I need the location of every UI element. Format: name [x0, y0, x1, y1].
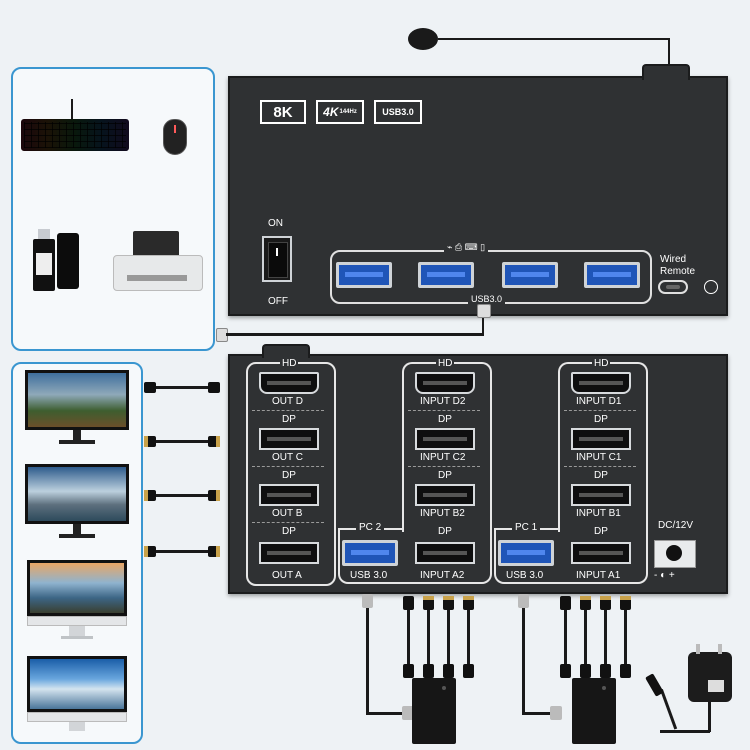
badge-8k: 8K — [260, 100, 306, 124]
dp-input-a1[interactable] — [571, 542, 631, 564]
usb-drive-icon — [33, 229, 55, 291]
dp-input-a2[interactable] — [415, 542, 475, 564]
dp-input-b1[interactable] — [571, 484, 631, 506]
wired-remote-port[interactable] — [658, 280, 688, 294]
hdmi-input-d2[interactable] — [415, 372, 475, 394]
usb-port-3[interactable] — [502, 262, 558, 288]
monitor-icon — [25, 370, 129, 430]
dc-power-jack[interactable] — [654, 540, 696, 568]
dp-input-b2[interactable] — [415, 484, 475, 506]
printer-icon — [113, 231, 203, 293]
usb-port-4[interactable] — [584, 262, 640, 288]
switch-off-label: OFF — [268, 296, 288, 307]
power-switch[interactable] — [262, 236, 292, 282]
monitor-icon — [25, 464, 129, 524]
remote-icon — [704, 280, 718, 294]
dc-polarity: - ◐ + — [654, 570, 675, 581]
mouse-icon — [163, 119, 187, 155]
usb-port-1[interactable] — [336, 262, 392, 288]
usb-hub-label: USB3.0 — [468, 294, 506, 304]
hdmi-input-d1[interactable] — [571, 372, 631, 394]
usb-drive-icon — [57, 233, 79, 289]
wired-remote-puck[interactable] — [408, 28, 438, 50]
monitors-panel — [11, 362, 143, 744]
dp-out-a[interactable] — [259, 542, 319, 564]
hub-device-icons: ⌁ ⎙ ⌨ ▯ — [444, 242, 489, 253]
peripherals-panel — [11, 67, 215, 351]
wired-remote-label: Wired Remote — [660, 254, 696, 277]
pc-tower-icon — [412, 678, 456, 744]
monitor-icon — [27, 560, 127, 616]
dp-input-c1[interactable] — [571, 428, 631, 450]
hdmi-out-d[interactable] — [259, 372, 319, 394]
usb-input-pc1[interactable] — [498, 540, 554, 566]
switch-on-label: ON — [268, 218, 283, 229]
pc-tower-icon — [572, 678, 616, 744]
usb-port-2[interactable] — [418, 262, 474, 288]
dp-input-c2[interactable] — [415, 428, 475, 450]
keyboard-icon — [21, 119, 129, 151]
usb-input-pc2[interactable] — [342, 540, 398, 566]
dc-label: DC/12V — [658, 520, 694, 531]
monitor-icon — [27, 656, 127, 712]
power-adapter-icon — [688, 644, 732, 702]
badge-usb: USB3.0 — [374, 100, 422, 124]
kvm-rear-panel: HD OUT D DP OUT C DP OUT B DP OUT A HD I… — [228, 344, 728, 594]
dp-out-c[interactable] — [259, 428, 319, 450]
dp-out-b[interactable] — [259, 484, 319, 506]
